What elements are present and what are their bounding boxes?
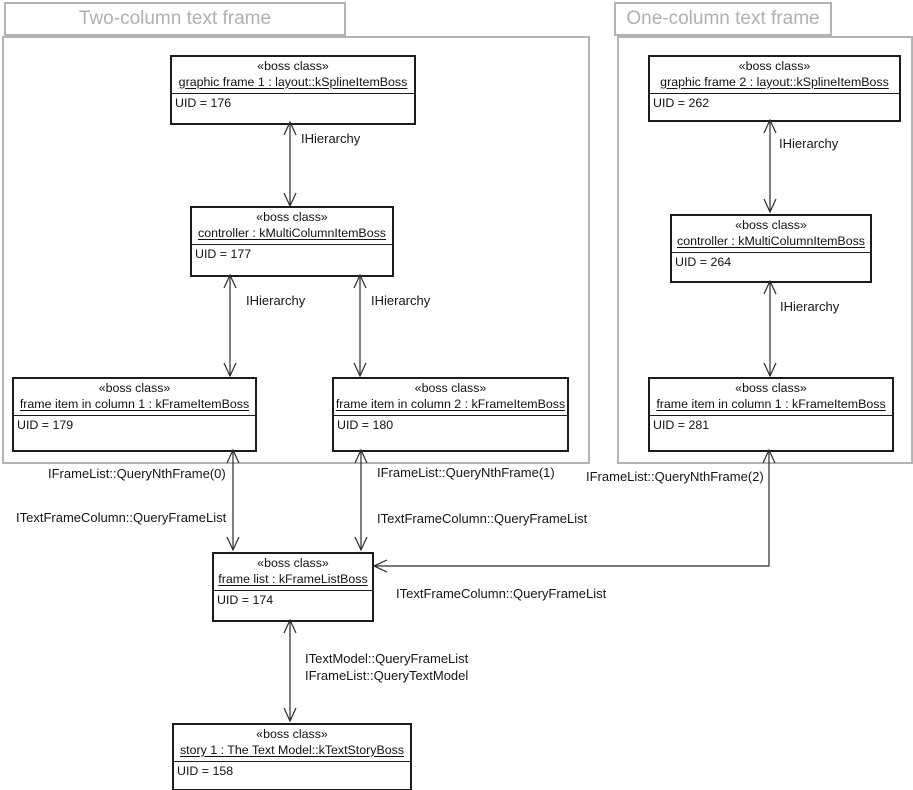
class-name: story 1 : The Text Model::kTextStoryBoss: [179, 742, 405, 757]
uid-label: UID = 177: [192, 244, 392, 275]
class-box-graphic-frame-1: «boss class» graphic frame 1 : layout::k…: [170, 55, 416, 125]
edge-label-frame-list-query-text-model: IFrameList::QueryTextModel: [305, 668, 469, 683]
uid-label: UID = 262: [650, 93, 899, 120]
class-name: graphic frame 2 : layout::kSplineItemBos…: [660, 74, 889, 89]
class-box-controller-one-column: «boss class» controller : kMultiColumnIt…: [670, 214, 872, 283]
class-name: frame list : kFrameListBoss: [218, 571, 368, 586]
class-box-frame-item-column-2: «boss class» frame item in column 2 : kF…: [332, 377, 569, 452]
stereotype-label: «boss class»: [414, 381, 487, 395]
edge-label-hierarchy-5: IHierarchy: [780, 299, 840, 314]
uid-label: UID = 179: [14, 415, 255, 450]
class-box-graphic-frame-2: «boss class» graphic frame 2 : layout::k…: [648, 55, 901, 122]
edge-label-query-nth-frame-1: IFrameList::QueryNthFrame(1): [377, 465, 555, 480]
stereotype-label: «boss class»: [738, 59, 811, 73]
stereotype-label: «boss class»: [257, 59, 329, 73]
class-box-frame-item-one-column: «boss class» frame item in column 1 : kF…: [648, 377, 894, 452]
uid-label: UID = 158: [174, 761, 410, 789]
class-box-frame-item-column-1: «boss class» frame item in column 1 : kF…: [12, 377, 257, 452]
arrow-frame-list-story: [283, 618, 297, 723]
class-name: frame item in column 2 : kFrameItemBoss: [335, 396, 566, 411]
edge-label-hierarchy-2: IHierarchy: [246, 293, 306, 308]
group-title-one-column-label: One-column text frame: [626, 8, 820, 29]
stereotype-label: «boss class»: [98, 381, 171, 395]
class-box-controller-two-column: «boss class» controller : kMultiColumnIt…: [190, 206, 394, 277]
uid-label: UID = 264: [672, 252, 870, 281]
class-name: controller : kMultiColumnItemBoss: [198, 225, 386, 240]
uid-label: UID = 176: [172, 93, 414, 123]
stereotype-label: «boss class»: [257, 556, 329, 570]
edge-label-query-nth-frame-0: IFrameList::QueryNthFrame(0): [48, 466, 226, 481]
class-name: frame item in column 1 : kFrameItemBoss: [19, 396, 250, 411]
edge-label-text-model-query-frame-list: ITextModel::QueryFrameList: [305, 651, 469, 666]
class-name: controller : kMultiColumnItemBoss: [677, 233, 865, 248]
arrow-frame-item-1-frame-list: [226, 448, 240, 552]
uid-label: UID = 281: [650, 415, 892, 450]
class-box-story: «boss class» story 1 : The Text Model::k…: [172, 723, 412, 790]
group-title-two-column: Two-column text frame: [4, 2, 346, 36]
stereotype-label: «boss class»: [256, 210, 328, 224]
stereotype-label: «boss class»: [735, 381, 807, 395]
uid-label: UID = 180: [334, 415, 567, 450]
edge-label-query-frame-list-1: ITextFrameColumn::QueryFrameList: [16, 510, 227, 525]
edge-label-query-frame-list-2: ITextFrameColumn::QueryFrameList: [377, 511, 588, 526]
class-box-frame-list: «boss class» frame list : kFrameListBoss…: [212, 552, 374, 622]
edge-label-query-frame-list-3: ITextFrameColumn::QueryFrameList: [396, 586, 607, 601]
edge-label-hierarchy-1: IHierarchy: [301, 131, 361, 146]
edge-label-text-model-query: ITextModel::QueryFrameList IFrameList::Q…: [305, 650, 468, 684]
group-title-one-column: One-column text frame: [614, 2, 832, 36]
uid-label: UID = 174: [214, 590, 372, 620]
arrow-frame-item-2-frame-list: [354, 448, 368, 552]
edge-label-query-nth-frame-2: IFrameList::QueryNthFrame(2): [586, 469, 764, 484]
group-two-column-text-frame: [2, 36, 590, 464]
class-name: graphic frame 1 : layout::kSplineItemBos…: [178, 74, 408, 89]
group-title-two-column-label: Two-column text frame: [78, 8, 272, 29]
stereotype-label: «boss class»: [735, 218, 807, 232]
edge-label-hierarchy-3: IHierarchy: [371, 293, 431, 308]
class-name: frame item in column 1 : kFrameItemBoss: [656, 396, 886, 411]
stereotype-label: «boss class»: [256, 727, 328, 741]
edge-label-hierarchy-4: IHierarchy: [779, 136, 839, 151]
